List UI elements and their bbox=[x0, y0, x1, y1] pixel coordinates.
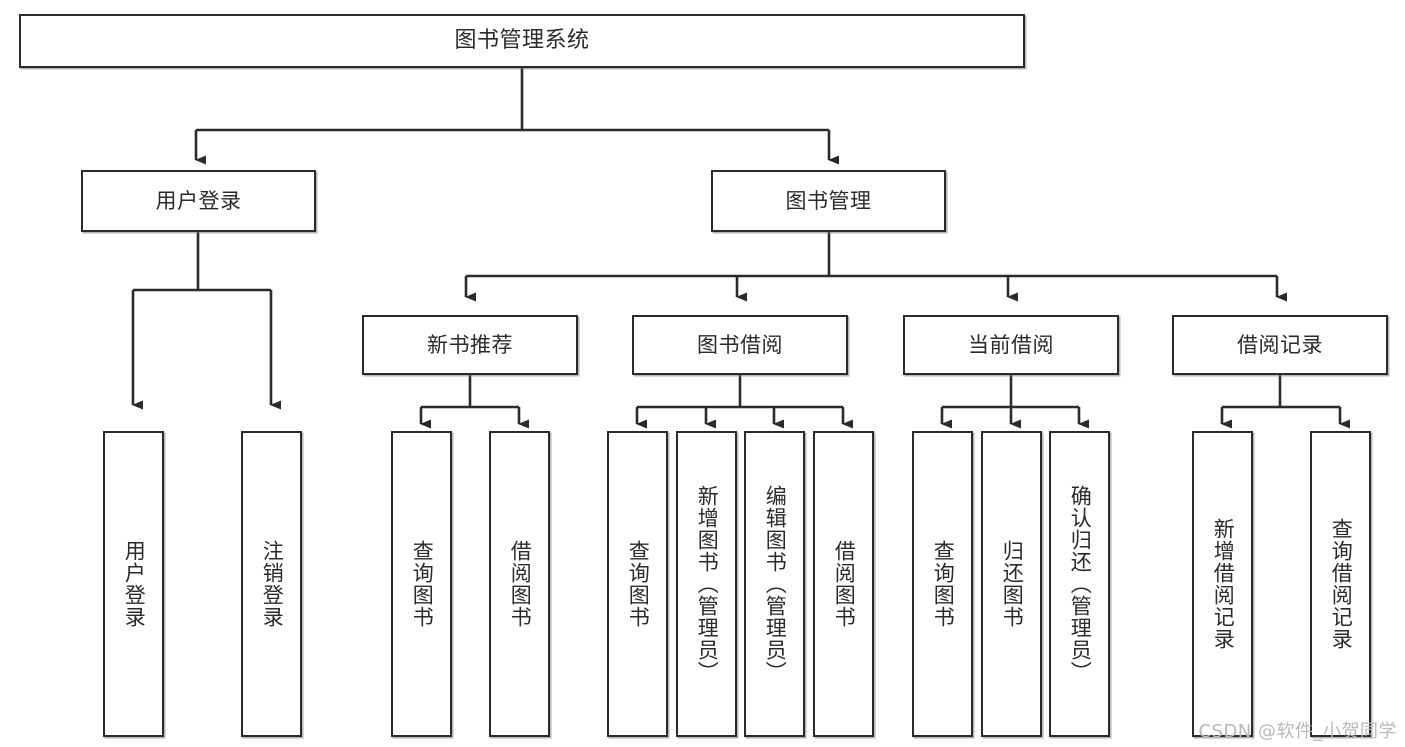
leaf-book-borrow-borrow[interactable]: 借阅图书 bbox=[813, 431, 874, 737]
leaf-current-borrow-return[interactable]: 归还图书 bbox=[981, 431, 1042, 737]
leaf-current-borrow-confirm-return-admin[interactable]: 确认归还（管理员） bbox=[1049, 431, 1110, 737]
node-borrowing-records[interactable]: 借阅记录 bbox=[1172, 315, 1388, 375]
node-label: 借阅图书 bbox=[508, 540, 533, 628]
node-label: 查询图书 bbox=[626, 540, 651, 628]
node-label: 注销登录 bbox=[260, 540, 285, 628]
node-root-book-management-system[interactable]: 图书管理系统 bbox=[19, 14, 1025, 68]
node-label: 借阅记录 bbox=[1237, 332, 1323, 357]
leaf-book-borrow-edit-admin[interactable]: 编辑图书（管理员） bbox=[744, 431, 805, 737]
node-label: 查询借阅记录 bbox=[1329, 518, 1354, 650]
node-book-management[interactable]: 图书管理 bbox=[711, 170, 946, 232]
leaf-new-book-query[interactable]: 查询图书 bbox=[391, 431, 452, 737]
leaf-borrow-record-add[interactable]: 新增借阅记录 bbox=[1192, 431, 1253, 737]
leaf-new-book-borrow[interactable]: 借阅图书 bbox=[489, 431, 550, 737]
node-label: 用户登录 bbox=[122, 540, 147, 628]
csdn-watermark: CSDN @软件_小贺同学 bbox=[1198, 721, 1397, 742]
node-label: 查询图书 bbox=[410, 540, 435, 628]
node-current-borrowing[interactable]: 当前借阅 bbox=[903, 315, 1119, 375]
node-label: 图书借阅 bbox=[697, 332, 783, 357]
node-label: 查询图书 bbox=[931, 540, 956, 628]
node-label: 编辑图书（管理员） bbox=[763, 485, 788, 683]
node-label: 新增借阅记录 bbox=[1211, 518, 1236, 650]
node-label: 归还图书 bbox=[1000, 540, 1025, 628]
node-label: 用户登录 bbox=[155, 188, 242, 213]
leaf-book-borrow-query[interactable]: 查询图书 bbox=[607, 431, 668, 737]
node-label: 图书管理系统 bbox=[454, 28, 590, 54]
node-label: 借阅图书 bbox=[832, 540, 857, 628]
node-label: 新书推荐 bbox=[427, 332, 513, 357]
leaf-current-borrow-query[interactable]: 查询图书 bbox=[912, 431, 973, 737]
node-user-login[interactable]: 用户登录 bbox=[81, 170, 316, 232]
leaf-book-borrow-add-admin[interactable]: 新增图书（管理员） bbox=[676, 431, 737, 737]
node-book-borrowing[interactable]: 图书借阅 bbox=[632, 315, 848, 375]
node-label: 图书管理 bbox=[785, 188, 872, 213]
node-label: 确认归还（管理员） bbox=[1068, 485, 1093, 683]
leaf-borrow-record-query[interactable]: 查询借阅记录 bbox=[1310, 431, 1371, 737]
leaf-user-login-logout[interactable]: 注销登录 bbox=[241, 431, 302, 737]
leaf-user-login-login[interactable]: 用户登录 bbox=[103, 431, 164, 737]
node-new-book-recommendation[interactable]: 新书推荐 bbox=[362, 315, 578, 375]
node-label: 当前借阅 bbox=[968, 332, 1054, 357]
node-label: 新增图书（管理员） bbox=[695, 485, 720, 683]
